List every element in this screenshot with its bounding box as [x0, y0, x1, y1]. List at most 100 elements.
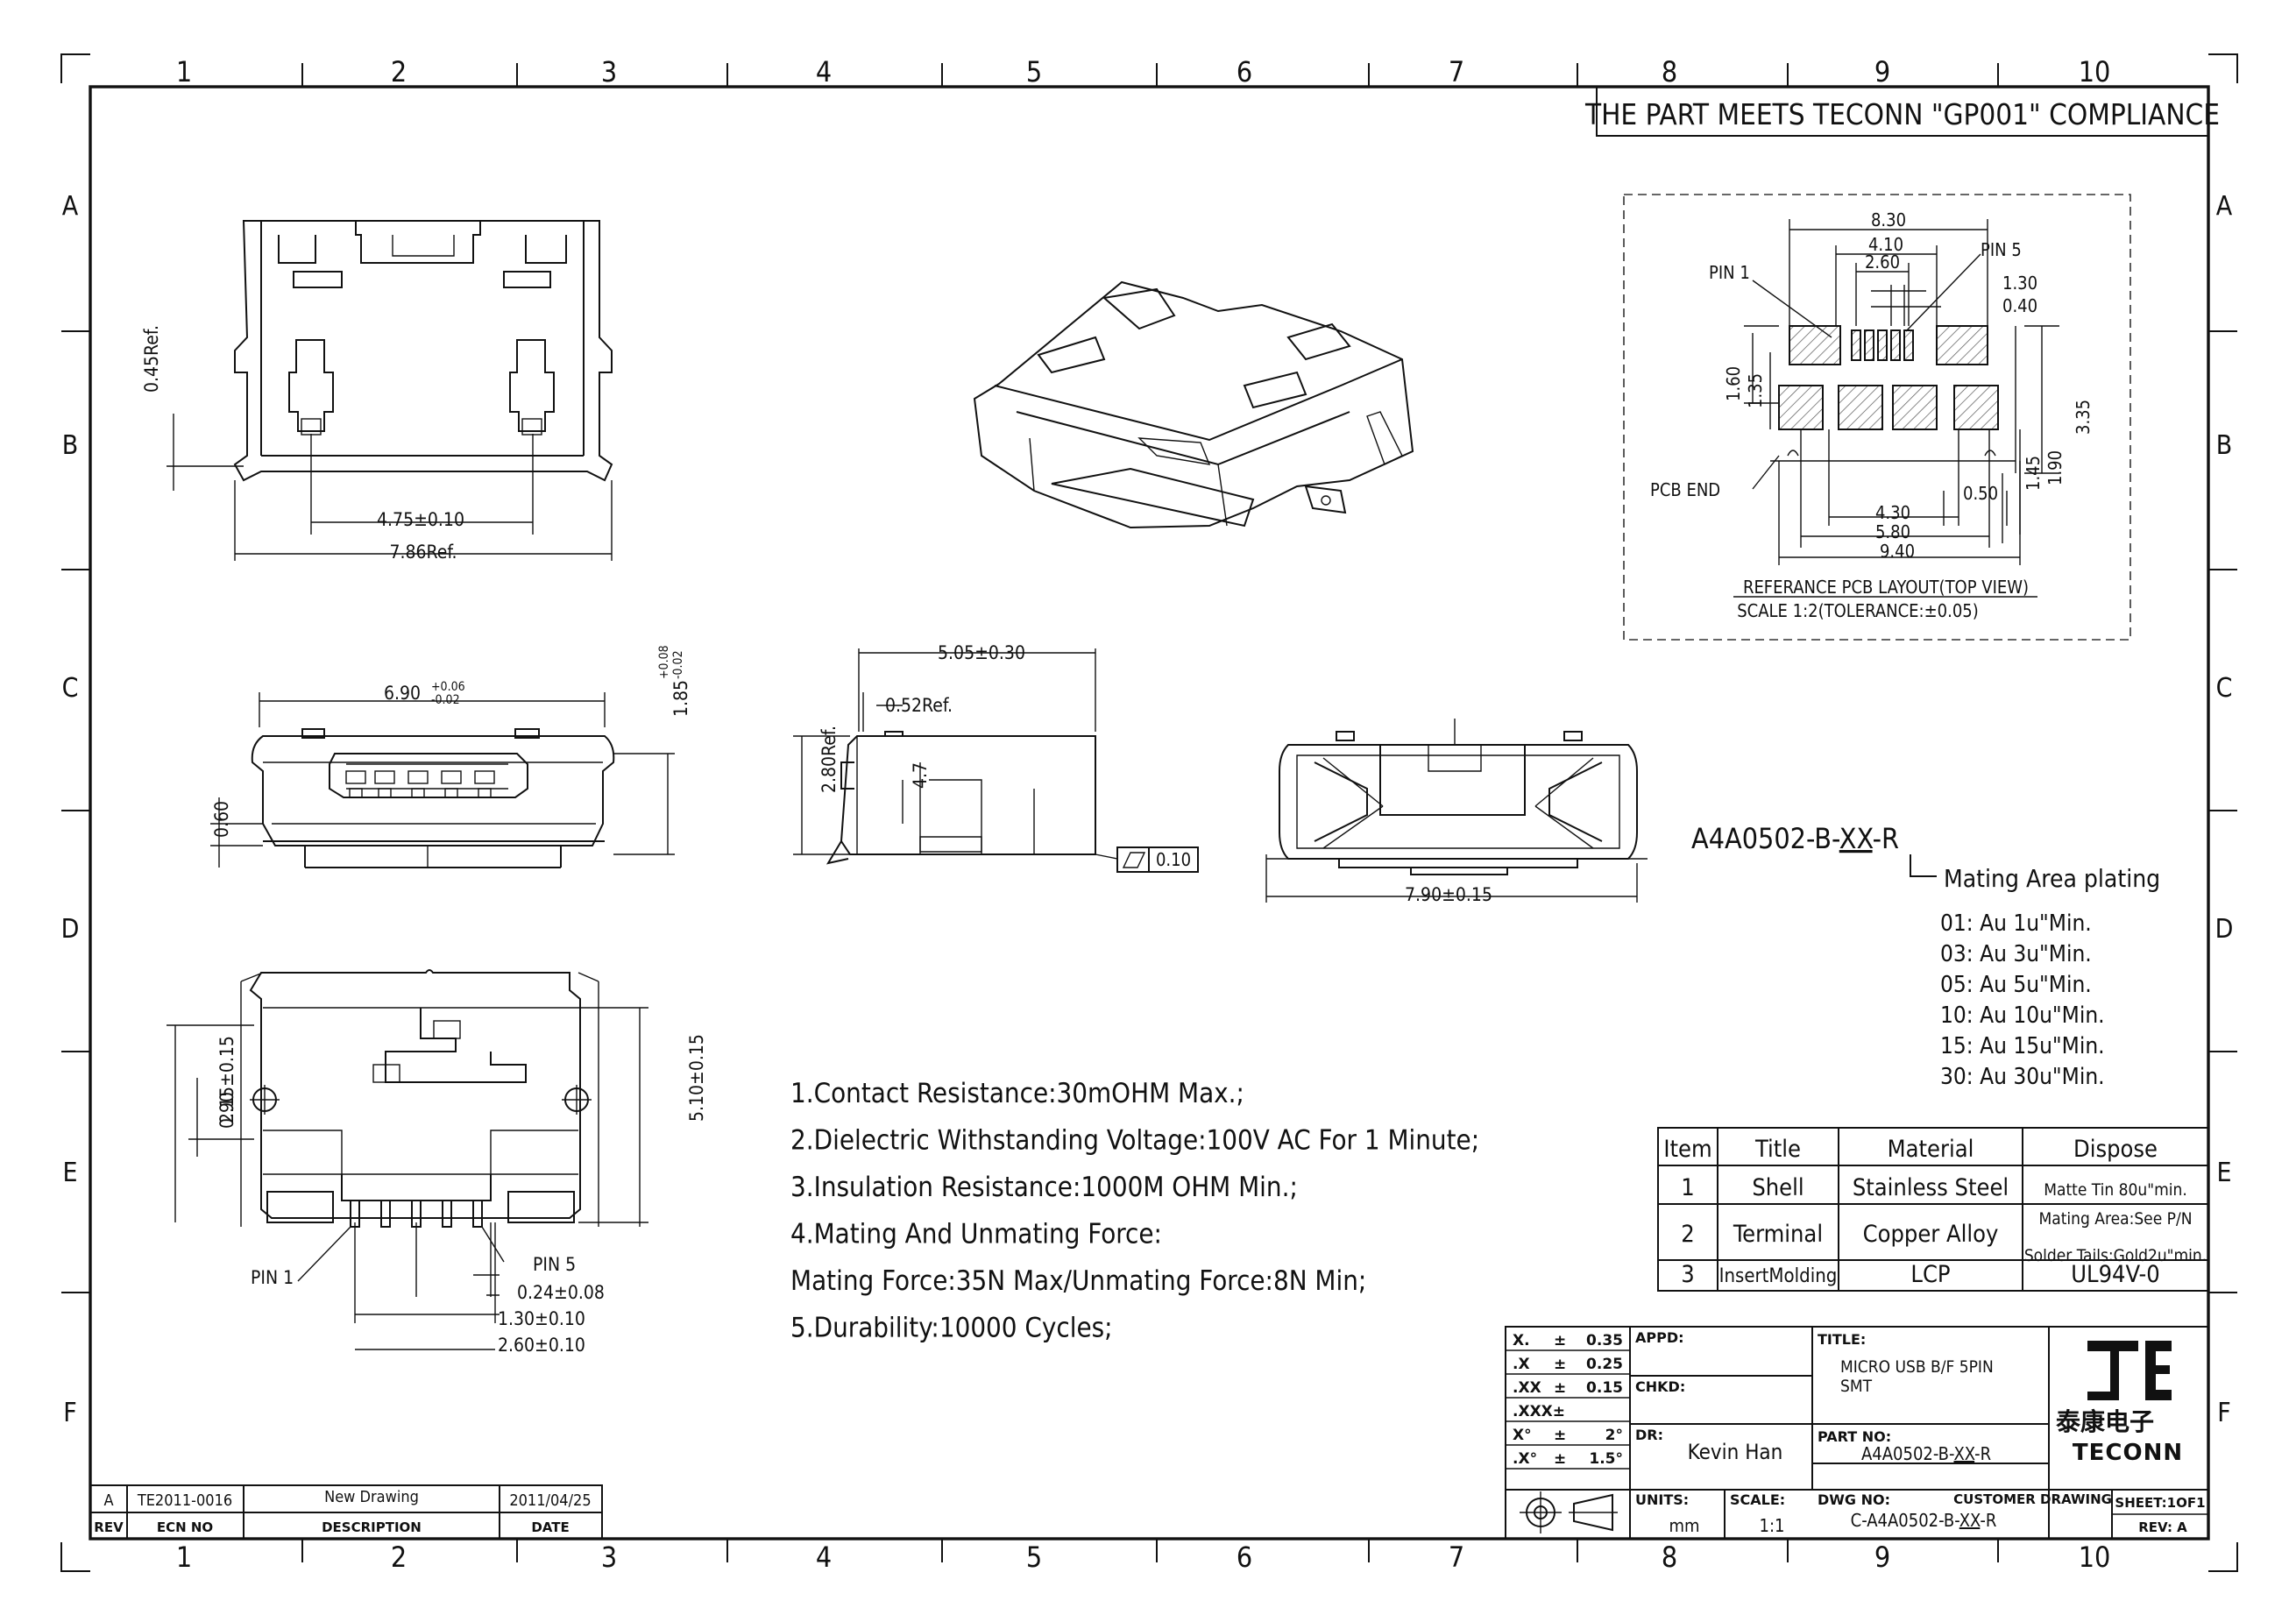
svg-text:4.75±0.10: 4.75±0.10: [377, 509, 464, 530]
svg-text:DR:: DR:: [1635, 1427, 1663, 1443]
zone-row-label: D: [61, 914, 80, 945]
svg-text:DESCRIPTION: DESCRIPTION: [322, 1519, 422, 1535]
bom-dispose: Mating Area:See P/N: [2038, 1209, 2192, 1229]
svg-text:3.35: 3.35: [2073, 400, 2094, 435]
bom-item: 1: [1681, 1174, 1694, 1201]
zone-column-label: 10: [2079, 55, 2111, 89]
svg-text:0.52Ref.: 0.52Ref.: [885, 695, 953, 716]
svg-text:2011/04/25: 2011/04/25: [509, 1491, 591, 1510]
zone-row-label: D: [2215, 914, 2234, 945]
bom-title: Shell: [1752, 1174, 1803, 1201]
svg-text:0.90: 0.90: [216, 1092, 237, 1129]
svg-text:REV: A: REV: A: [2138, 1519, 2187, 1535]
svg-text:1.85: 1.85: [670, 680, 691, 717]
plating-option: 30: Au 30u"Min.: [1940, 1064, 2105, 1090]
svg-text:0.45Ref.: 0.45Ref.: [141, 325, 162, 393]
sheet-border: [60, 53, 2238, 1572]
drawn-by: Kevin Han: [1688, 1440, 1783, 1464]
svg-text:9.40: 9.40: [1880, 541, 1915, 562]
note-line: 2.Dielectric Withstanding Voltage:100V A…: [790, 1125, 1479, 1157]
teconn-logo: 泰康电子 TECONN: [2056, 1341, 2183, 1466]
svg-text:2.15±0.15: 2.15±0.15: [216, 1036, 237, 1123]
svg-text:2.60: 2.60: [1865, 251, 1900, 273]
svg-text:DATE: DATE: [531, 1519, 569, 1535]
svg-text:7.86Ref.: 7.86Ref.: [390, 542, 457, 563]
svg-text:7.90±0.15: 7.90±0.15: [1405, 884, 1492, 905]
bom-material: LCP: [1910, 1261, 1950, 1288]
zone-column-label: 4: [816, 1541, 832, 1574]
tolerance-value: 2°: [1605, 1427, 1623, 1444]
general-notes: 1.Contact Resistance:30mOHM Max.; 2.Diele…: [790, 1078, 1479, 1344]
svg-text:APPD:: APPD:: [1635, 1329, 1684, 1346]
svg-text:0.50: 0.50: [1963, 483, 1998, 504]
tolerance-key: .X°: [1513, 1450, 1537, 1468]
plating-option: 10: Au 10u"Min.: [1940, 1002, 2105, 1029]
svg-text:2.80Ref.: 2.80Ref.: [818, 726, 840, 793]
front-view: 6.90 +0.06 -0.02 1.85 +0.08 -0.02 0.60: [210, 645, 691, 868]
bom-dispose: Solder Tails:Gold2u"min.: [2024, 1246, 2207, 1265]
projection-symbol: [1520, 1491, 1618, 1533]
tolerance-value: 0.25: [1586, 1356, 1623, 1373]
zone-column-label: 10: [2079, 1541, 2111, 1574]
bom-title: Terminal: [1733, 1221, 1823, 1248]
plating-option: 05: Au 5u"Min.: [1940, 972, 2092, 998]
svg-text:Mating Area plating: Mating Area plating: [1944, 864, 2160, 893]
svg-text:PIN 1: PIN 1: [1709, 262, 1750, 283]
zone-row-label: E: [2216, 1158, 2231, 1188]
note-line: 4.Mating And Unmating Force:: [790, 1219, 1162, 1250]
zone-column-label: 2: [391, 1541, 407, 1574]
svg-text:6.90: 6.90: [384, 683, 421, 704]
bom-material: Stainless Steel: [1853, 1174, 2009, 1201]
svg-text:C-A4A0502-B-XX-R: C-A4A0502-B-XX-R: [1851, 1510, 1997, 1531]
svg-text:4.7: 4.7: [910, 762, 931, 789]
zone-column-label: 4: [816, 55, 832, 89]
compliance-text: THE PART MEETS TECONN "GP001" COMPLIANCE: [1584, 97, 2220, 131]
bom-header: Material: [1888, 1136, 1974, 1163]
svg-text:CHKD:: CHKD:: [1635, 1378, 1685, 1395]
note-line: 1.Contact Resistance:30mOHM Max.;: [790, 1078, 1244, 1109]
drawing-title: MICRO USB B/F 5PIN: [1840, 1357, 1994, 1377]
svg-text:A4A0502-B-XX-R: A4A0502-B-XX-R: [1691, 822, 1899, 855]
zone-column-label: 7: [1449, 1541, 1464, 1574]
zone-column-label: 9: [1874, 1541, 1890, 1574]
svg-text:A: A: [103, 1491, 113, 1510]
part-number-callout: A4A0502-B-XX-R Mating Area plating 01: A…: [1691, 822, 2160, 1090]
svg-text:UNITS:: UNITS:: [1635, 1491, 1689, 1508]
bom-dispose: UL94V-0: [2071, 1261, 2159, 1288]
note-line: Mating Force:35N Max/Unmating Force:8N M…: [790, 1265, 1366, 1297]
company-name-en: TECONN: [2073, 1440, 2183, 1466]
bom-header: Dispose: [2073, 1136, 2158, 1163]
svg-text:0.60: 0.60: [211, 801, 232, 838]
svg-text:PART NO:: PART NO:: [1818, 1428, 1891, 1445]
svg-text:+0.08: +0.08: [657, 645, 671, 679]
top-view: 0.45Ref. 4.75±0.10 7.86Ref.: [141, 220, 613, 563]
bom-header: Title: [1754, 1136, 1801, 1163]
svg-text:ECN NO: ECN NO: [157, 1519, 213, 1535]
tolerance-sign: ±: [1554, 1332, 1566, 1349]
bom-dispose: Matte Tin 80u"min.: [2044, 1180, 2187, 1200]
zone-column-label: 6: [1237, 1541, 1252, 1574]
company-name-cn: 泰康电子: [2056, 1407, 2154, 1436]
svg-text:5.80: 5.80: [1875, 521, 1910, 542]
svg-text:0.10: 0.10: [1156, 849, 1191, 870]
svg-text:1.35: 1.35: [1745, 373, 1766, 408]
zone-column-label: 2: [391, 55, 407, 89]
svg-text:5.05±0.30: 5.05±0.30: [938, 642, 1025, 663]
tolerance-key: X°: [1513, 1427, 1532, 1444]
svg-text:TITLE:: TITLE:: [1818, 1331, 1866, 1348]
zone-column-label: 5: [1026, 55, 1042, 89]
zone-column-label: 3: [601, 55, 617, 89]
zone-column-label: 5: [1026, 1541, 1042, 1574]
svg-text:SMT: SMT: [1840, 1377, 1873, 1396]
pcb-layout-view: 8.30 4.10 2.60 1.30 0.40 PIN 1 PIN 5 PCB…: [1623, 194, 2131, 641]
zone-row-label: C: [62, 673, 79, 704]
plating-option: 15: Au 15u"Min.: [1940, 1033, 2105, 1059]
tolerance-sign: ±: [1554, 1450, 1566, 1468]
zone-column-label: 1: [176, 55, 192, 89]
zone-row-label: F: [2217, 1398, 2231, 1428]
zone-row-label: E: [62, 1158, 77, 1188]
zone-row-label: B: [62, 430, 79, 461]
tolerance-sign: ±: [1554, 1379, 1566, 1397]
